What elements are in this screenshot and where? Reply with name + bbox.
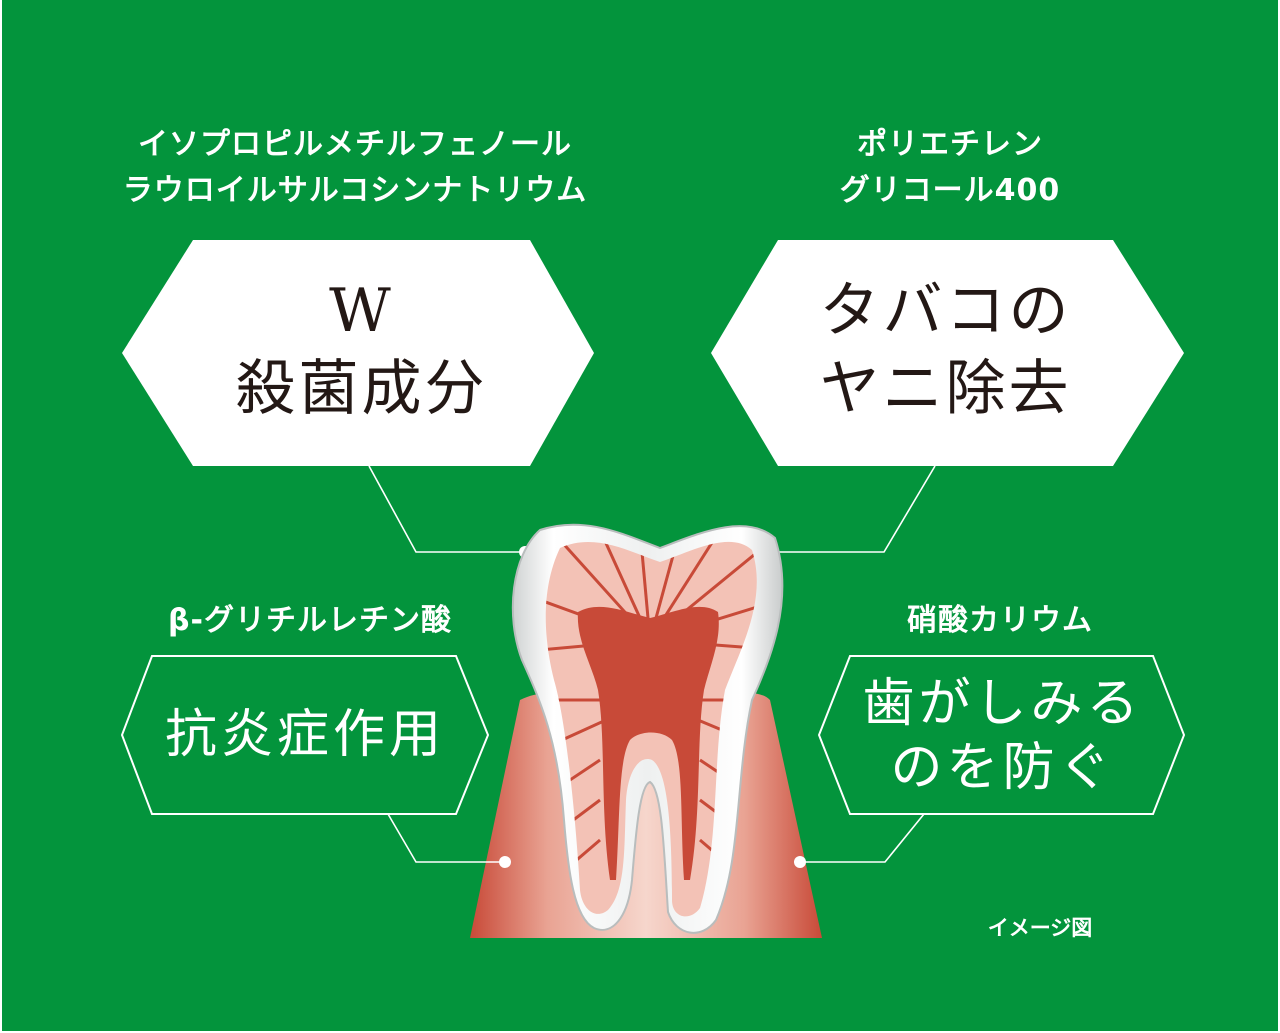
pulp [577,606,719,880]
badge-line: のを防ぐ [890,738,1115,798]
ingredient-top-left: イソプロピルメチルフェノール ラウロイルサルコシンナトリウム [90,122,620,214]
tooth-illustration [511,523,784,934]
badge-tar-shape [711,240,1184,466]
badge-anti-inflammatory-shape [120,655,490,815]
badge-sterilization-text: W 殺菌成分 [193,272,530,428]
ingredient-bottom-right: 硝酸カリウム [907,603,1093,638]
badge-sensitivity-shape [817,655,1186,815]
ingredient-line: グリコール400 [839,173,1061,208]
badge-line: 歯がしみる [862,674,1143,734]
badge-line: W [329,276,394,346]
ingredient-line: イソプロピルメチルフェノール [138,127,572,162]
badge-sensitivity-text: 歯がしみる のを防ぐ [835,672,1170,800]
ingredient-bottom-left: β-グリチルレチン酸 [168,603,452,638]
badge-anti-inflammatory-text: 抗炎症作用 [164,705,445,765]
badge-tar-text: タバコの ヤニ除去 [778,272,1113,428]
badge-sterilization-shape [122,240,594,466]
badge-line: ヤニ除去 [819,354,1072,424]
badge-line: 殺菌成分 [235,354,488,424]
badge-line: タバコの [819,276,1072,346]
ingredient-top-right: ポリエチレン グリコール400 [760,122,1140,214]
image-note: イメージ図 [987,916,1093,940]
connector-lines [368,465,936,863]
ingredient-line: ラウロイルサルコシンナトリウム [122,173,588,208]
ingredient-line: ポリエチレン [857,127,1043,162]
